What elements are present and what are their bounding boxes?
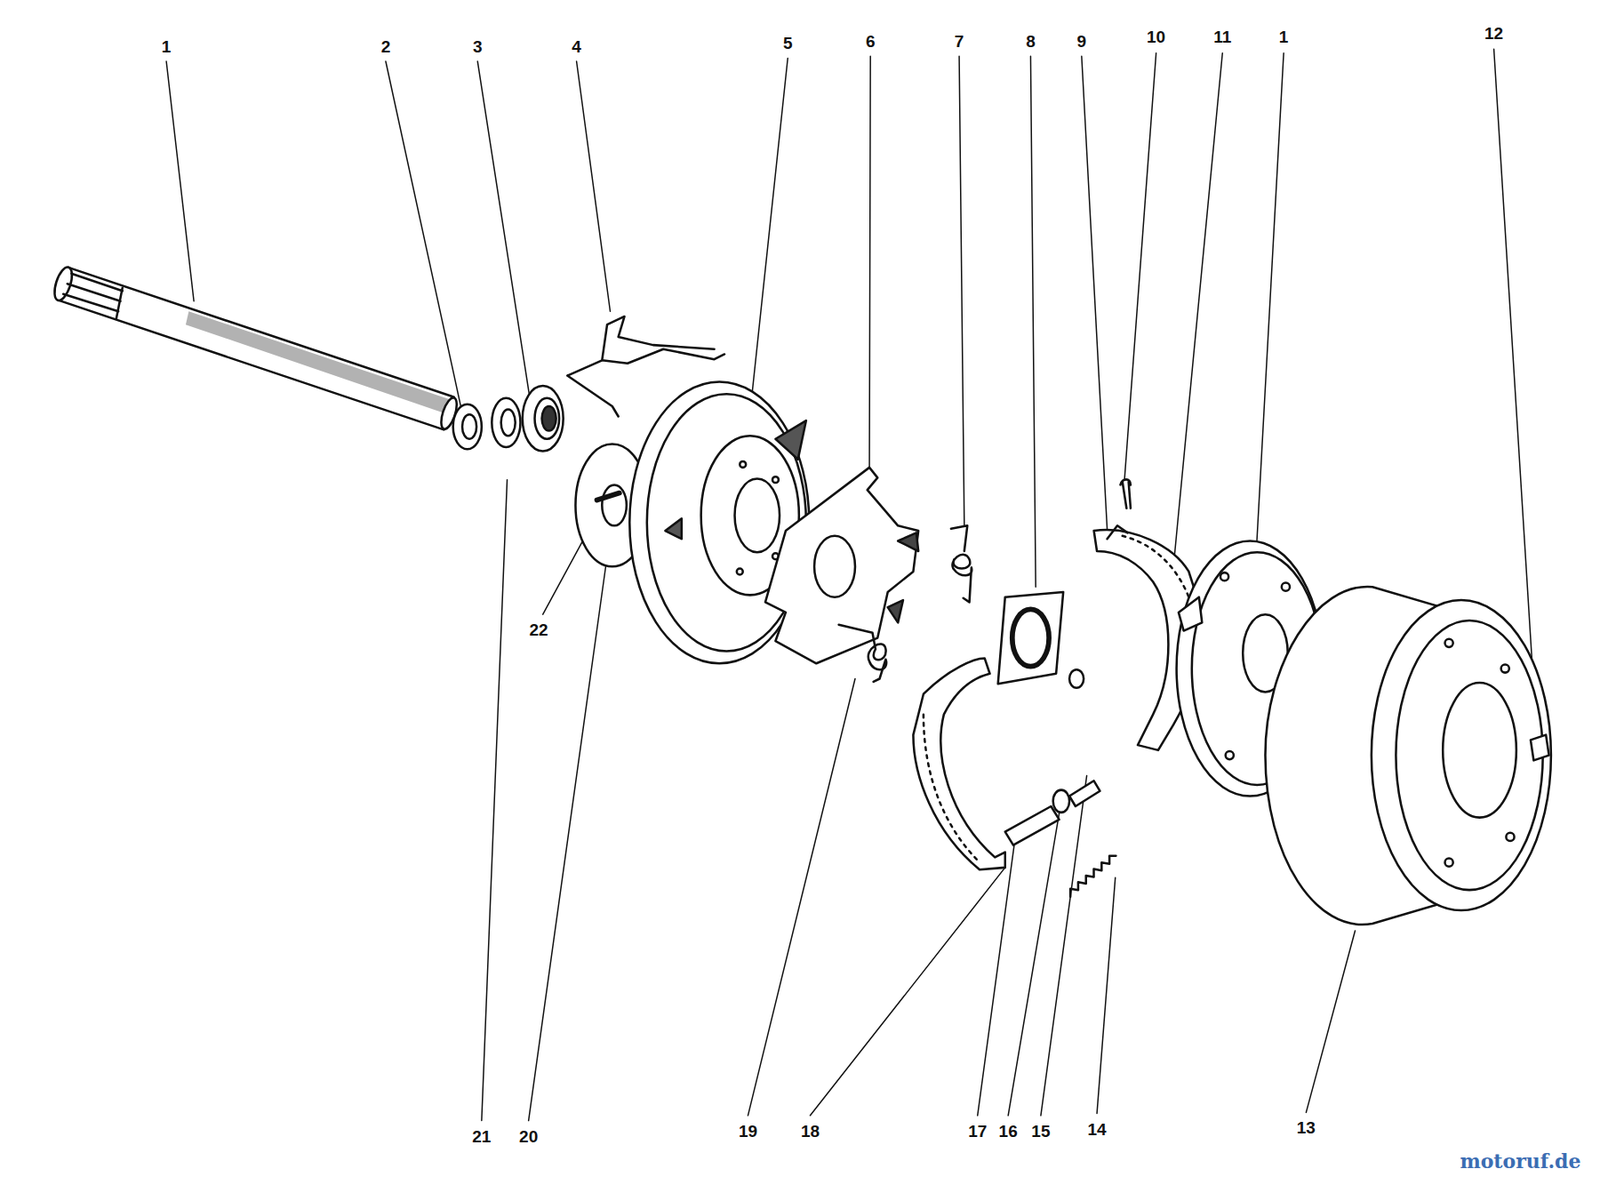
callout-number: 8 [1025,32,1036,49]
callout-number: 20 [519,1127,538,1144]
callout-number: 11 [1213,28,1232,46]
callout-number: 2 [381,37,392,55]
callout-number: 16 [999,1121,1018,1139]
callout-number: 7 [954,32,965,49]
callout-number: 6 [865,32,876,49]
seal-plate [998,592,1084,688]
callout-number: 3 [472,37,483,55]
callout-number: 15 [1031,1121,1050,1139]
callout-number: 18 [800,1121,820,1139]
callout-number: 1 [1279,28,1289,46]
adjuster [1005,780,1118,896]
callout-number: 9 [1077,32,1088,49]
leader-lines [166,48,1537,1120]
callout-number: 10 [1146,28,1166,46]
watermark: motoruf.de [1459,1151,1581,1171]
retaining-clip [1530,735,1550,761]
torsion-spring [839,624,888,682]
callout-number: 22 [529,621,549,639]
callout-number: 17 [968,1121,987,1139]
callout-number: 21 [472,1127,491,1144]
callout-number: 14 [1087,1120,1106,1137]
torsion-spring [951,525,972,602]
callout-number: 4 [571,37,582,55]
brake-drum [1264,586,1551,925]
callout-number: 5 [783,34,793,52]
callout-number: 1 [161,37,172,55]
axle-shaft [51,264,461,431]
cotter-pin [1120,479,1130,508]
actuator-plate [765,467,919,664]
brake-shoe [912,658,1005,871]
callout-number: 19 [738,1121,758,1139]
callout-number: 12 [1484,24,1504,41]
bearings [453,385,649,567]
callout-number: 13 [1296,1119,1316,1136]
